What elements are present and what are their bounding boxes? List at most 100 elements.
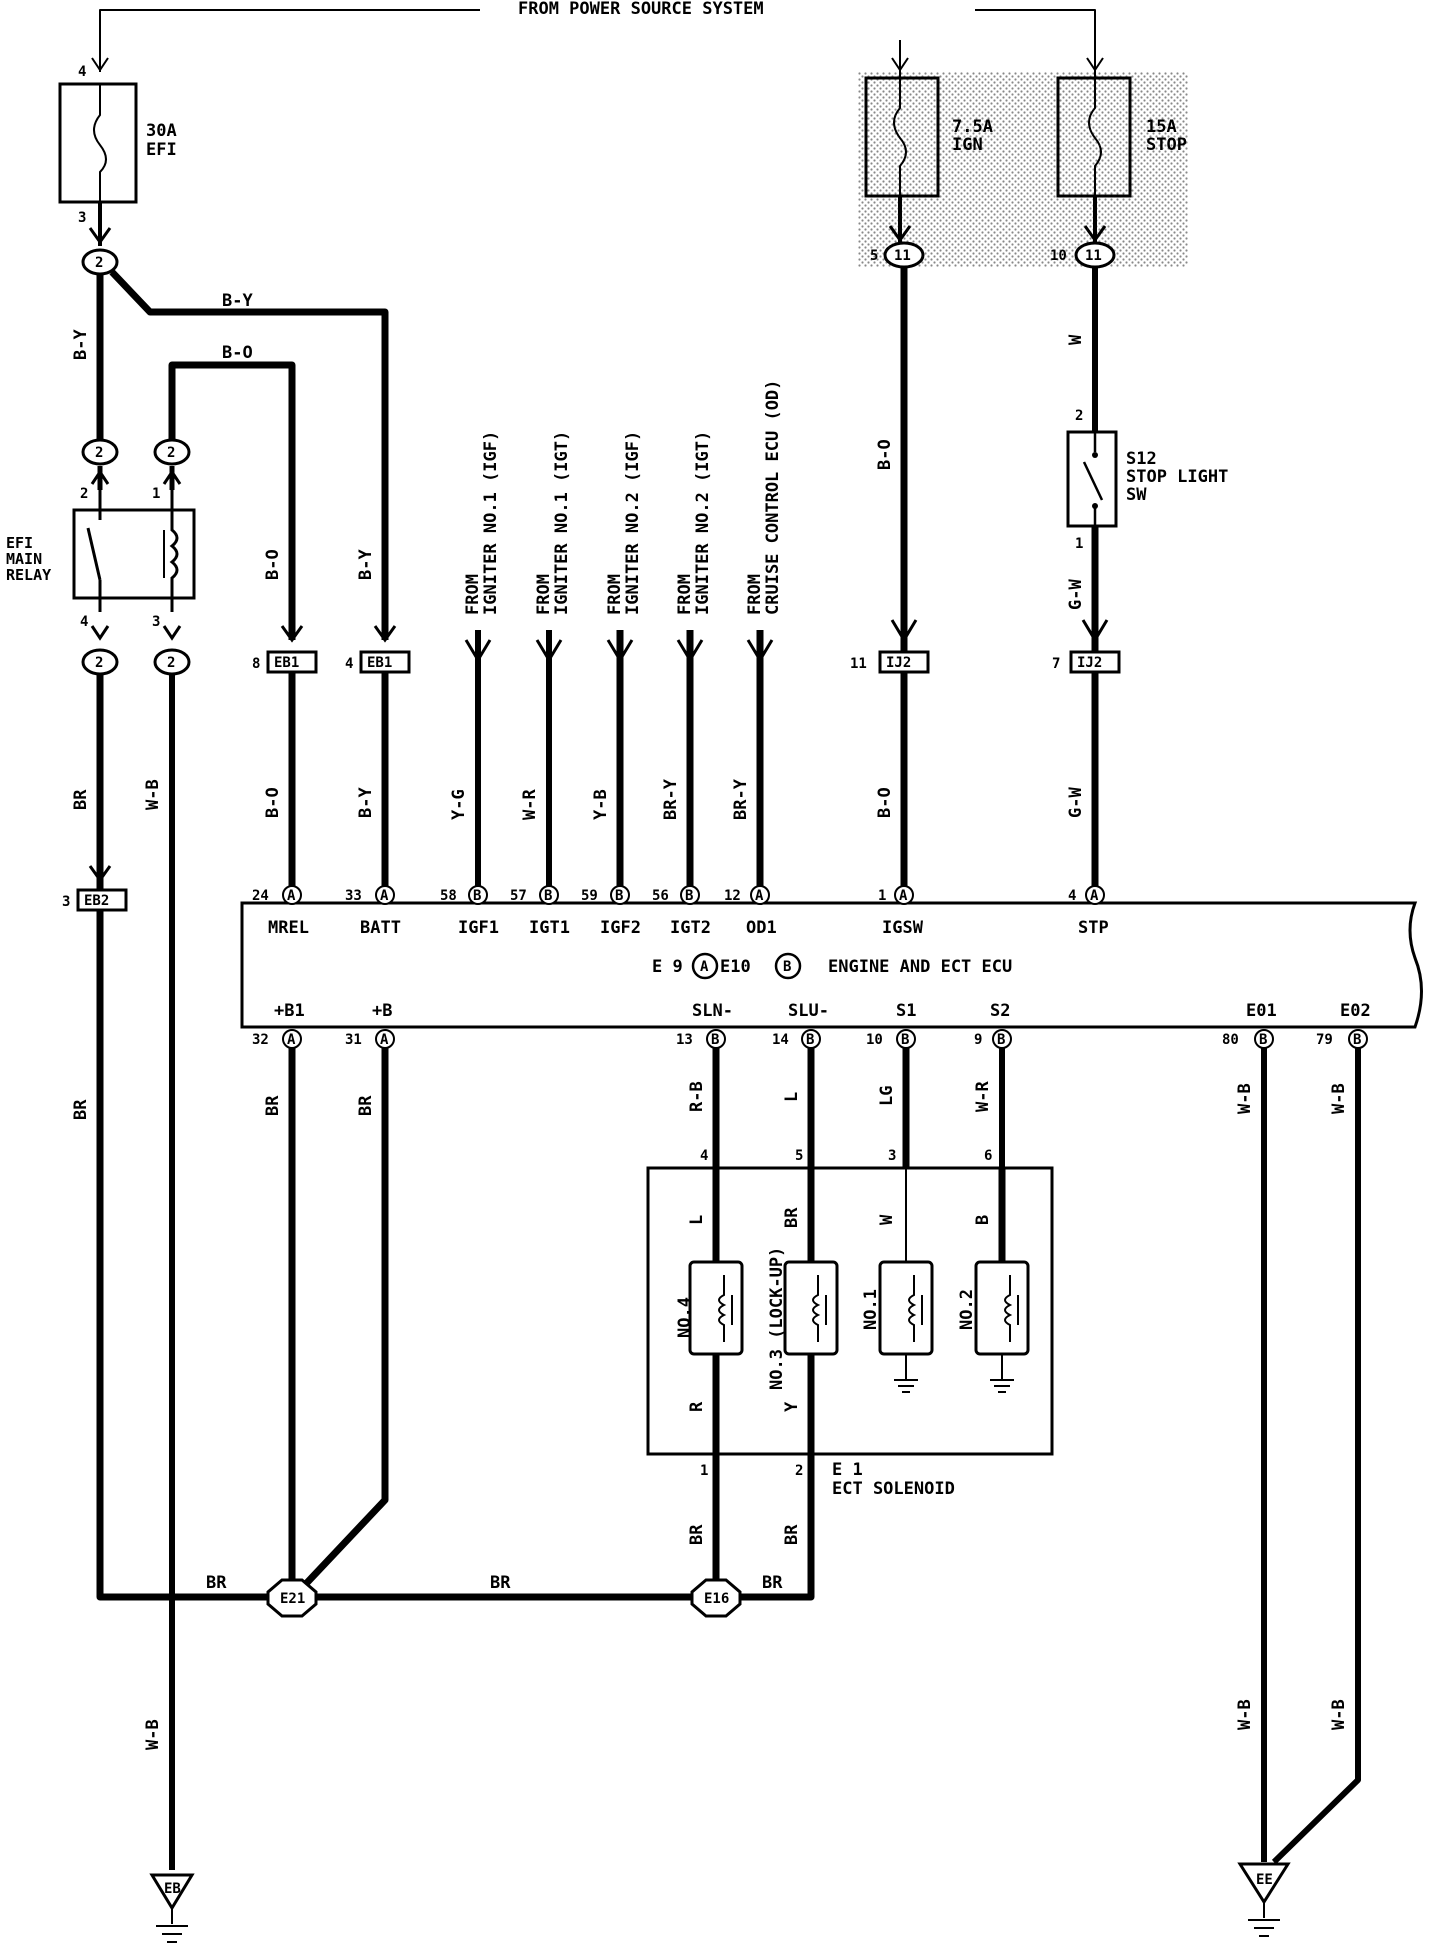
svg-text:B-Y: B-Y (356, 787, 376, 818)
stop-fuse-rating: 15A (1146, 117, 1177, 137)
svg-text:Y: Y (782, 1401, 802, 1412)
svg-text:3: 3 (62, 894, 70, 910)
solenoid-coil-no2: NO.2 (957, 1260, 1030, 1393)
svg-text:B-O: B-O (263, 549, 283, 580)
svg-text:W: W (877, 1214, 897, 1225)
svg-text:IGF1: IGF1 (458, 918, 499, 938)
svg-text:IJ2: IJ2 (886, 655, 911, 671)
svg-text:NO.4: NO.4 (675, 1297, 695, 1338)
svg-text:B: B (544, 888, 552, 904)
svg-text:L: L (782, 1092, 802, 1102)
svg-text:W-R: W-R (973, 1081, 993, 1112)
svg-text:IJ2: IJ2 (1077, 655, 1102, 671)
svg-text:STOP LIGHT: STOP LIGHT (1126, 467, 1228, 487)
svg-text:A: A (700, 959, 709, 975)
svg-text:Y-G: Y-G (449, 789, 469, 820)
svg-text:31: 31 (345, 1032, 362, 1048)
svg-text:A: A (755, 888, 764, 904)
svg-text:A: A (287, 888, 296, 904)
svg-text:BR: BR (356, 1095, 376, 1116)
svg-text:NO.1: NO.1 (861, 1289, 881, 1330)
svg-text:A: A (287, 1032, 296, 1048)
svg-text:8: 8 (252, 656, 260, 672)
svg-text:10: 10 (1050, 248, 1067, 264)
svg-text:6: 6 (984, 1148, 992, 1164)
svg-text:B: B (1259, 1032, 1267, 1048)
svg-text:1: 1 (1075, 536, 1083, 552)
svg-text:W-R: W-R (520, 789, 540, 820)
ground-ee: EE (1237, 1862, 1291, 1937)
svg-text:B-Y: B-Y (222, 291, 253, 311)
ground-eb: EB (149, 1873, 195, 1943)
svg-text:L: L (687, 1215, 707, 1225)
svg-text:B: B (973, 1215, 993, 1225)
svg-text:B: B (711, 1032, 719, 1048)
svg-text:B: B (615, 888, 623, 904)
svg-text:W-B: W-B (1329, 1083, 1349, 1114)
svg-text:EB: EB (164, 1881, 181, 1897)
svg-text:BR: BR (263, 1095, 283, 1116)
svg-text:2: 2 (795, 1463, 803, 1479)
stop-fuse-name: STOP (1146, 135, 1187, 155)
power-source-feed: FROM POWER SOURCE SYSTEM (99, 0, 1096, 40)
fuse-block-shading (858, 72, 1188, 267)
ecu-ref-a: E 9 (652, 957, 683, 977)
svg-text:BR: BR (762, 1573, 783, 1593)
svg-text:2: 2 (95, 655, 103, 671)
svg-text:FROM: FROM (745, 574, 765, 615)
ign-fuse-rating: 7.5A (952, 117, 993, 137)
svg-text:B: B (473, 888, 481, 904)
svg-text:B-O: B-O (875, 439, 895, 470)
svg-text:4: 4 (80, 614, 88, 630)
ij2-connector-b: 7 IJ2 (1052, 650, 1121, 674)
junction-e16: E16 (690, 1578, 742, 1618)
svg-text:BR: BR (782, 1524, 802, 1545)
svg-text:+B: +B (372, 1001, 392, 1021)
svg-text:A: A (1090, 888, 1099, 904)
eb1-connector-b: 4 EB1 (345, 650, 411, 674)
eb2-connector: 3 EB2 (62, 888, 128, 912)
svg-text:24: 24 (252, 888, 269, 904)
svg-text:W: W (1066, 334, 1086, 345)
svg-text:B-O: B-O (875, 787, 895, 818)
svg-text:FROM: FROM (605, 574, 625, 615)
svg-text:W-B: W-B (1235, 1083, 1255, 1114)
svg-text:B-Y: B-Y (356, 549, 376, 580)
svg-text:BR: BR (71, 789, 91, 810)
svg-text:4: 4 (1068, 888, 1076, 904)
svg-text:79: 79 (1316, 1032, 1333, 1048)
jb-connector-top: 2 (81, 248, 119, 276)
svg-text:EB1: EB1 (367, 655, 392, 671)
svg-text:B: B (1353, 1032, 1361, 1048)
svg-text:SW: SW (1126, 485, 1147, 505)
svg-text:S1: S1 (896, 1001, 916, 1021)
svg-text:S2: S2 (990, 1001, 1010, 1021)
ign-fuse-name: IGN (952, 135, 983, 155)
svg-text:59: 59 (581, 888, 598, 904)
svg-text:12: 12 (724, 888, 741, 904)
solenoid-coil-no3-lockup: NO.3 (LOCK-UP) (767, 1247, 839, 1390)
svg-text:BR: BR (687, 1524, 707, 1545)
from-igniter-2-igt: FROM IGNITER NO.2 (IGT) BR-Y (661, 431, 713, 888)
solenoid-id: E 1 (832, 1460, 863, 1480)
svg-text:BR: BR (782, 1207, 802, 1228)
svg-text:11: 11 (894, 248, 911, 264)
svg-text:BR-Y: BR-Y (731, 778, 751, 820)
solenoid-name: ECT SOLENOID (832, 1479, 955, 1499)
ign-fuse: 7.5A IGN (864, 40, 993, 243)
efi-fuse: 4 30A EFI 3 (58, 40, 177, 246)
svg-text:W-B: W-B (143, 1719, 163, 1750)
svg-text:56: 56 (652, 888, 669, 904)
svg-text:FROM: FROM (463, 574, 483, 615)
svg-text:BR: BR (71, 1099, 91, 1120)
from-igniter-2-igf: FROM IGNITER NO.2 (IGF) Y-B (591, 431, 643, 888)
